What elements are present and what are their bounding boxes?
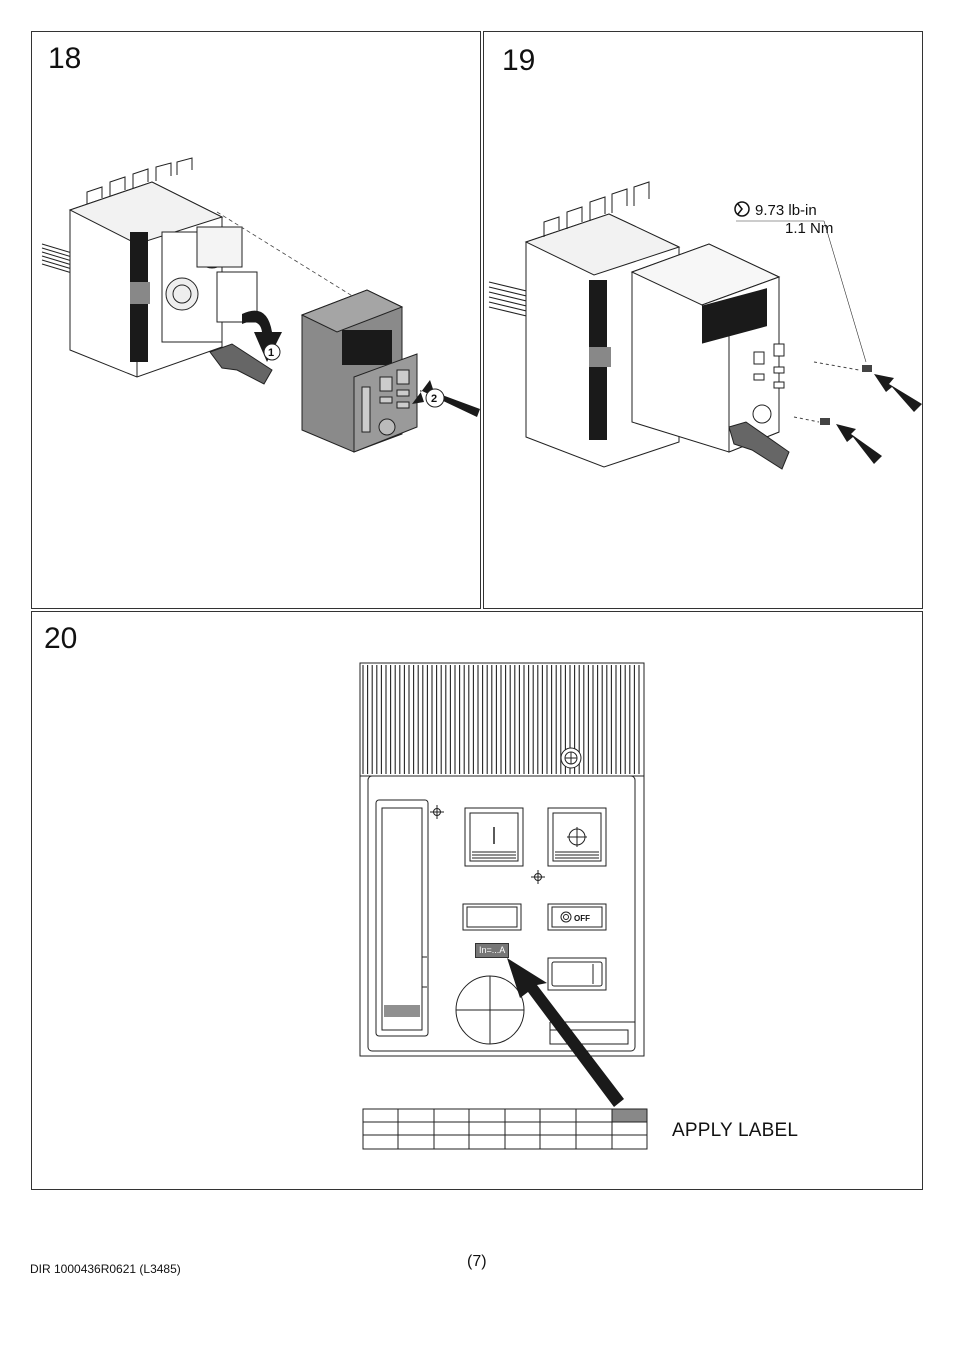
step-18-panel: 18 xyxy=(31,31,481,609)
torque-imperial: 9.73 lb-in xyxy=(755,202,817,219)
callout-1: 1 xyxy=(268,347,274,359)
front-cover-illustration: OFF xyxy=(359,662,648,1150)
torque-icon xyxy=(734,201,750,217)
step-18-number: 18 xyxy=(48,42,82,75)
apply-label-arrow xyxy=(507,958,624,1107)
step-19-number: 19 xyxy=(502,44,536,77)
rating-label: In=...A xyxy=(475,943,510,958)
callout-2: 2 xyxy=(431,393,437,405)
torque-metric: 1.1 Nm xyxy=(785,220,834,237)
step-18-illustration: 1 2 xyxy=(41,157,480,453)
document-id: DIR 1000436R0621 (L3485) xyxy=(30,1262,181,1276)
step-19-panel: 19 xyxy=(483,31,923,609)
off-indicator-text: OFF xyxy=(574,914,590,923)
torque-spec: 9.73 lb-in 1.1 Nm xyxy=(755,202,833,238)
apply-label-instruction: APPLY LABEL xyxy=(672,1120,799,1141)
step-20-panel: 20 xyxy=(31,611,923,1190)
page-number: (7) xyxy=(467,1253,487,1270)
step-19-illustration xyxy=(488,181,922,470)
step-20-number: 20 xyxy=(44,622,78,655)
